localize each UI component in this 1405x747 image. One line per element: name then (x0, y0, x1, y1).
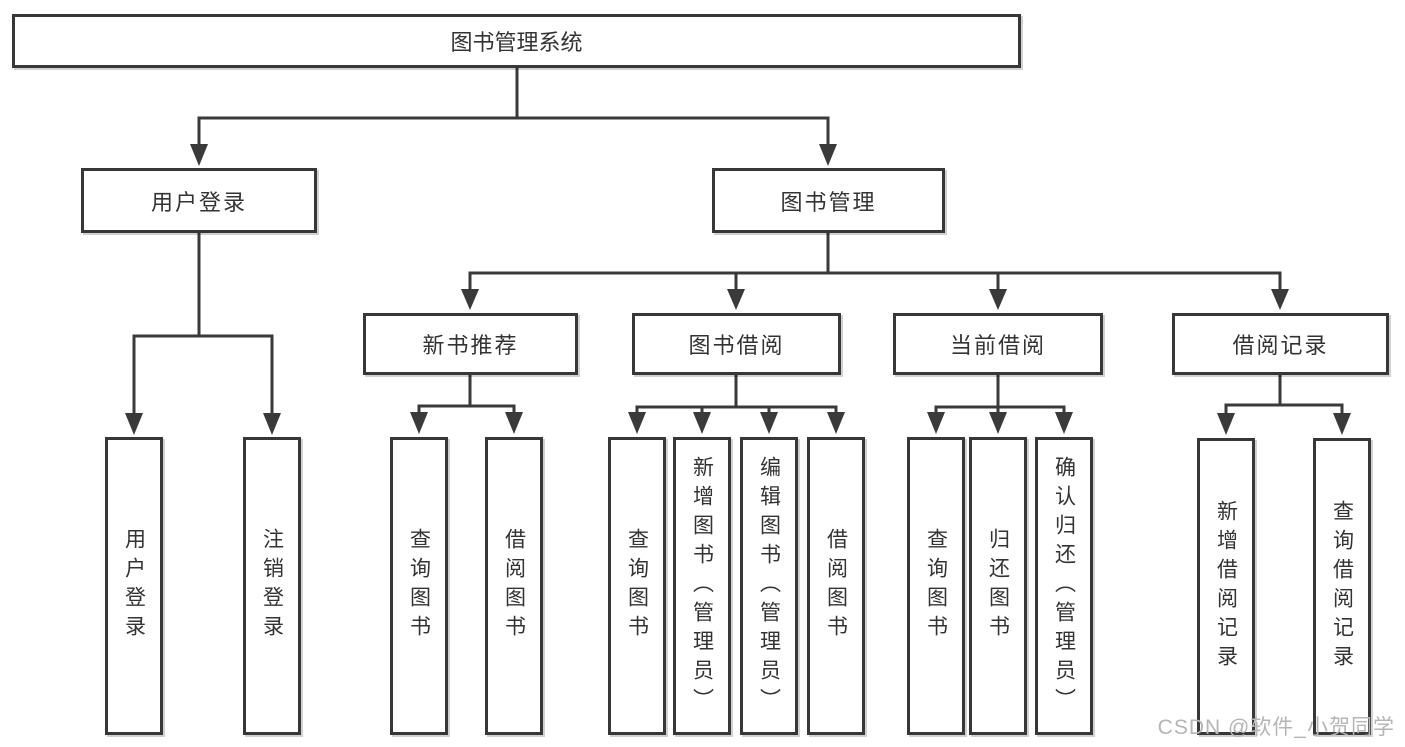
leaf-br-query-record: 查询借阅记录 (1313, 438, 1371, 735)
node-current-borrow: 当前借阅 (893, 313, 1103, 375)
connector-root (197, 68, 830, 146)
leaf-bb-add-book-admin: 新增图书（管理员） (673, 437, 731, 735)
leaf-cb-query-book: 查询图书 (907, 437, 965, 735)
leaf-cb-confirm-return-admin: 确认归还（管理员） (1035, 437, 1093, 735)
leaf-br-add-record: 新增借阅记录 (1197, 438, 1255, 735)
leaf-cb-return-book: 归还图书 (969, 437, 1027, 735)
leaf-nb-borrow-book: 借阅图书 (485, 437, 543, 735)
leaf-bb-query-book: 查询图书 (608, 437, 666, 735)
leaf-bb-borrow-book: 借阅图书 (807, 437, 865, 735)
connector-book-management (468, 233, 1282, 291)
node-book-management: 图书管理 (712, 168, 945, 233)
connector-new-book (417, 375, 516, 415)
arrowheads (125, 144, 1351, 435)
node-new-book-recommend: 新书推荐 (363, 313, 578, 375)
connector-book-borrow (635, 375, 838, 415)
leaf-bb-edit-book-admin: 编辑图书（管理员） (740, 437, 798, 735)
node-library-system: 图书管理系统 (12, 14, 1021, 68)
connector-borrow-records (1224, 375, 1344, 415)
connector-user-login (132, 233, 274, 415)
node-book-borrow: 图书借阅 (632, 313, 841, 375)
node-user-login: 用户登录 (81, 168, 317, 233)
leaf-user-login: 用户登录 (105, 437, 163, 735)
connector-current-borrow (934, 375, 1066, 415)
node-borrow-records: 借阅记录 (1172, 313, 1389, 375)
leaf-nb-query-book: 查询图书 (390, 437, 448, 735)
csdn-watermark: CSDN @软件_小贺同学 (1157, 716, 1395, 739)
leaf-logout: 注销登录 (243, 437, 301, 735)
